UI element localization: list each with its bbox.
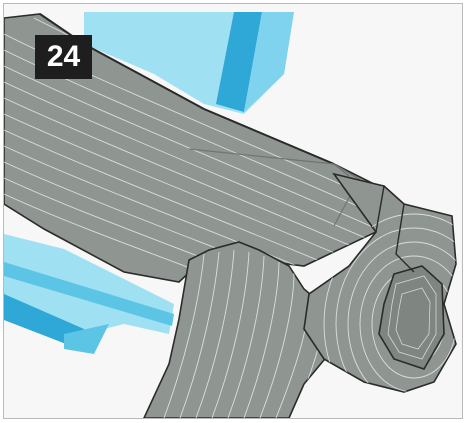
- illustration-frame: 24: [3, 3, 463, 419]
- step-number-badge: 24: [35, 35, 92, 79]
